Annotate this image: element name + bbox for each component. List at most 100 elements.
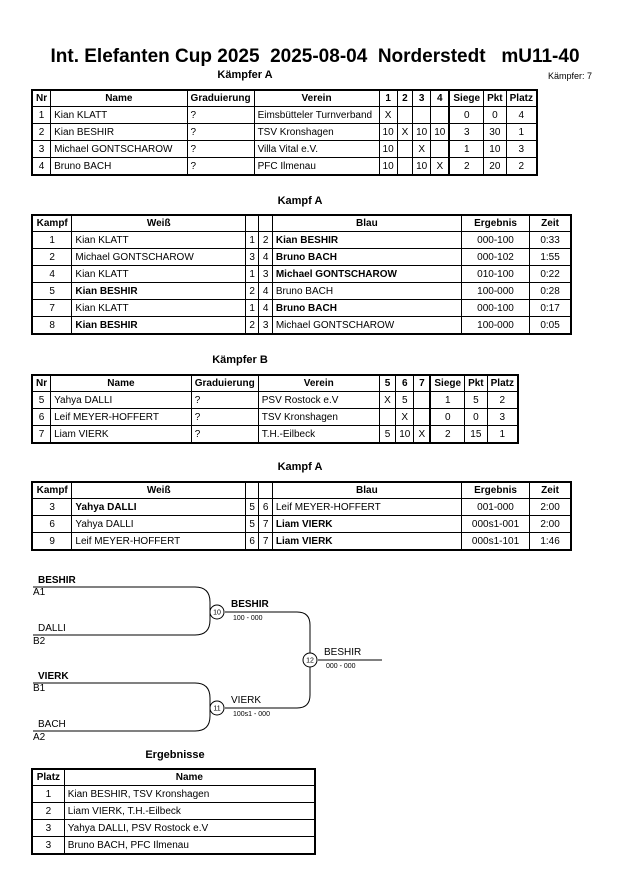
cell: 5 (244, 515, 260, 533)
pool-a-header-row: Nr Name Graduierung Verein 1 2 3 4 Siege… (31, 89, 538, 107)
cell: 6 (31, 515, 73, 533)
col-6: 6 (395, 374, 415, 392)
col-name: Name (63, 768, 316, 786)
match-11-score: 100s1 - 000 (233, 711, 270, 718)
cell: 5 (378, 425, 397, 444)
cell: X (395, 408, 415, 426)
table-row: 5 Yahya DALLI ? PSV Rostock e.V X 5 1 5 … (31, 391, 519, 409)
cell: X (413, 425, 431, 444)
results-heading: Ergebnisse (145, 749, 205, 761)
pool-b-header-row: Nr Name Graduierung Verein 5 6 7 Siege P… (31, 374, 519, 392)
table-row: 3 Michael GONTSCHAROW ? Villa Vital e.V.… (31, 140, 538, 158)
table-row: 2 Michael GONTSCHAROW 3 4 Bruno BACH 000… (31, 248, 572, 266)
cell: 7 (258, 515, 273, 533)
bracket-entry-3-name: VIERK (38, 671, 69, 682)
cell: ? (190, 425, 259, 444)
pool-b-table: Nr Name Graduierung Verein 5 6 7 Siege P… (31, 374, 519, 444)
bracket-entry-1-seed: A1 (33, 587, 46, 598)
cell: ? (186, 157, 255, 176)
fights-b-table: Kampf Weiß Blau Ergebnis Zeit 3 Yahya DA… (31, 481, 572, 551)
cell: Liam VIERK (50, 425, 192, 444)
table-row: 4 Bruno BACH ? PFC Ilmenau 10 10 X 2 20 … (31, 157, 538, 176)
pool-a-table: Nr Name Graduierung Verein 1 2 3 4 Siege… (31, 89, 538, 176)
cell: X (378, 391, 397, 409)
match-11-circle (209, 700, 225, 716)
cell: 8 (31, 316, 73, 335)
table-row: 6 Yahya DALLI 5 7 Liam VIERK 000s1-001 2… (31, 515, 572, 533)
cell: 3 (258, 316, 273, 335)
cell: 3 (31, 836, 65, 855)
table-row: 3 Bruno BACH, PFC Ilmenau (31, 836, 316, 855)
match-10-circle (209, 604, 225, 620)
cell (396, 157, 414, 176)
table-row: 1 Kian KLATT ? Eimsbütteler Turnverband … (31, 106, 538, 124)
cell: 0:17 (529, 299, 572, 317)
table-row: 6 Leif MEYER-HOFFERT ? TSV Kronshagen X … (31, 408, 519, 426)
cell: 2 (505, 157, 538, 176)
cell: 1:46 (529, 532, 572, 551)
cell: 1 (31, 785, 65, 803)
cell: 1 (486, 425, 519, 444)
cell: 4 (258, 299, 273, 317)
cell: ? (186, 140, 255, 158)
cell: Kian BESHIR, TSV Kronshagen (63, 785, 316, 803)
bracket-entry-2-seed: B2 (33, 636, 46, 647)
match-11-number: 11 (213, 706, 220, 713)
bracket-entry-4-seed: A2 (33, 732, 46, 743)
cell: X (412, 140, 432, 158)
cell: TSV Kronshagen (257, 408, 380, 426)
cell (396, 140, 414, 158)
fights-a-heading: Kampf A (277, 195, 323, 207)
cell: 10 (412, 157, 432, 176)
match-10-winner: BESHIR (231, 599, 270, 610)
cell (378, 408, 397, 426)
bracket-entry-1-name: BESHIR (38, 575, 77, 586)
table-row: 2 Liam VIERK, T.H.-Eilbeck (31, 802, 316, 820)
match-12-circle (302, 652, 318, 668)
table-row: 1 Kian KLATT 1 2 Kian BESHIR 000-100 0:3… (31, 231, 572, 249)
col-platz: Platz (31, 768, 65, 786)
cell: 0:05 (529, 316, 572, 335)
cell: 2 (448, 157, 485, 176)
table-row: 1 Kian BESHIR, TSV Kronshagen (31, 785, 316, 803)
cell: 10 (395, 425, 415, 444)
table-row: 8 Kian BESHIR 2 3 Michael GONTSCHAROW 10… (31, 316, 572, 335)
tournament-title: Int. Elefanten Cup 2025 2025-08-04 Norde… (50, 46, 580, 67)
cell: 1 (448, 140, 485, 158)
cell: 15 (464, 425, 488, 444)
fighter-count: Kämpfer: 7 (548, 71, 593, 81)
cell: 4 (258, 282, 273, 300)
cell: ? (190, 408, 259, 426)
cell: Liam VIERK (271, 532, 462, 551)
fights-a-table: Kampf Weiß Blau Ergebnis Zeit 1 Kian KLA… (31, 214, 572, 335)
bracket-entry-2-name: DALLI (38, 623, 66, 634)
cell: 3 (31, 819, 65, 837)
cell: Bruno BACH (271, 299, 462, 317)
cell: 6 (31, 408, 52, 426)
match-12-winner: BESHIR (324, 647, 361, 658)
cell: 2 (31, 802, 65, 820)
results-table: Platz Name 1 Kian BESHIR, TSV Kronshagen… (31, 768, 316, 855)
cell: 2:00 (529, 498, 572, 516)
pool-b-heading: Kämpfer B (212, 354, 268, 366)
table-row: 7 Liam VIERK ? T.H.-Eilbeck 5 10 X 2 15 … (31, 425, 519, 444)
match-11-winner: VIERK (231, 695, 261, 706)
fights-a-header-row: Kampf Weiß Blau Ergebnis Zeit (31, 214, 572, 232)
cell: 7 (258, 532, 273, 551)
bracket-entry-3-seed: B1 (33, 683, 46, 694)
col-siege: Siege (448, 89, 485, 107)
table-row: 3 Yahya DALLI 5 6 Leif MEYER-HOFFERT 001… (31, 498, 572, 516)
cell: 3 (258, 265, 273, 283)
match-10-number: 10 (213, 610, 221, 617)
cell: T.H.-Eilbeck (257, 425, 380, 444)
match-12-number: 12 (306, 658, 314, 665)
cell: Bruno BACH (50, 157, 188, 176)
cell: 3 (505, 140, 538, 158)
cell: 0 (429, 408, 466, 426)
col-platz: Platz (486, 374, 519, 392)
results-header-row: Platz Name (31, 768, 316, 786)
match-10-score: 100 - 000 (233, 615, 263, 622)
table-row: 7 Kian KLATT 1 4 Bruno BACH 000-100 0:17 (31, 299, 572, 317)
cell: Leif MEYER-HOFFERT (71, 532, 246, 551)
